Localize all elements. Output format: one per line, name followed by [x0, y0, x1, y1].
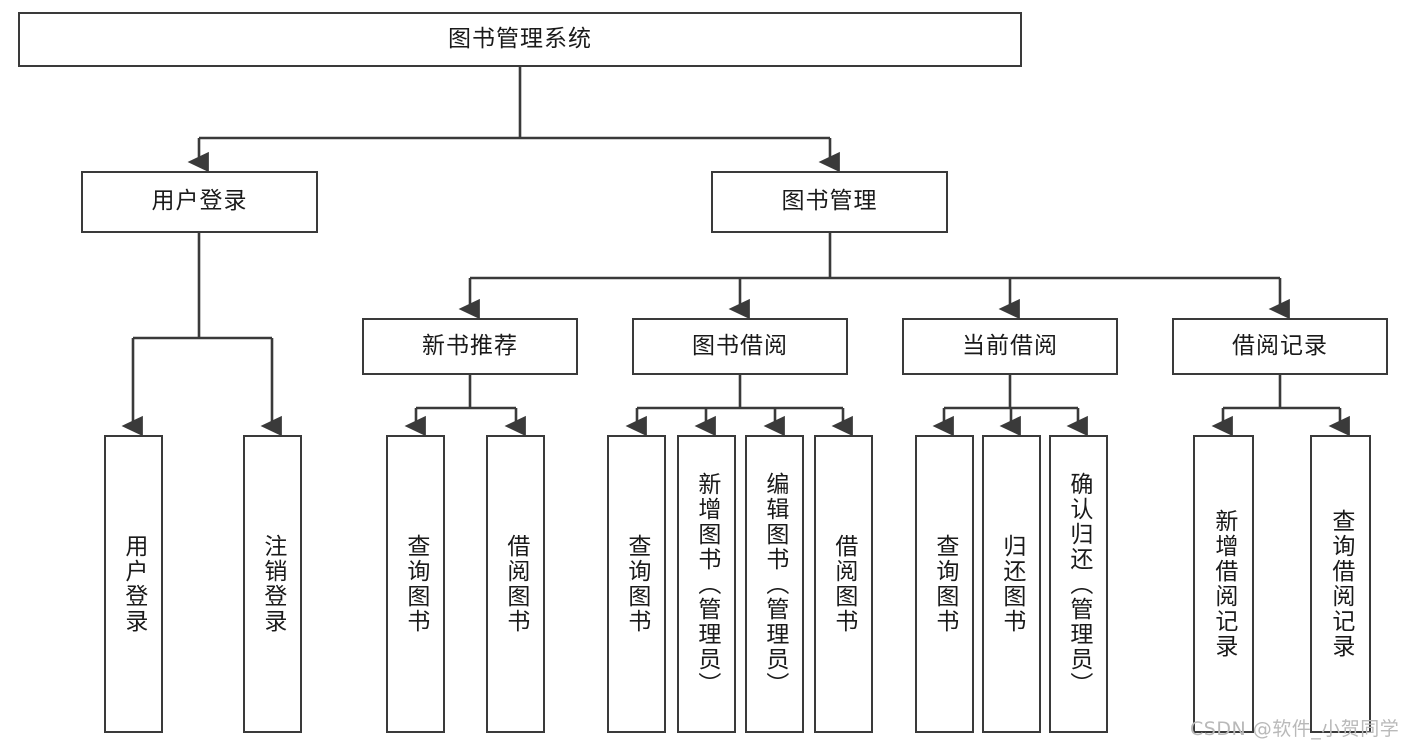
- leaf-borrow-book[interactable]: 借阅图书: [814, 435, 873, 733]
- leaf-label: 确认归还（管理员）: [1065, 471, 1092, 697]
- leaf-label: 新增图书（管理员）: [693, 471, 720, 697]
- leaf-label: 借阅图书: [830, 534, 857, 634]
- leaf-label: 归还图书: [998, 534, 1025, 634]
- leaf-label: 新增借阅记录: [1210, 509, 1237, 659]
- leaf-label: 查询图书: [623, 534, 650, 634]
- leaf-borrow-book-recommend[interactable]: 借阅图书: [486, 435, 545, 733]
- leaf-query-borrow-record[interactable]: 查询借阅记录: [1310, 435, 1371, 733]
- node-borrow-record[interactable]: 借阅记录: [1172, 318, 1388, 375]
- leaf-label: 查询借阅记录: [1327, 509, 1354, 659]
- leaf-confirm-return-admin[interactable]: 确认归还（管理员）: [1049, 435, 1108, 733]
- leaf-label: 编辑图书（管理员）: [761, 471, 788, 697]
- node-current-borrow[interactable]: 当前借阅: [902, 318, 1118, 375]
- leaf-label: 用户登录: [120, 534, 147, 634]
- leaf-label: 注销登录: [259, 534, 286, 634]
- leaf-label: 借阅图书: [502, 534, 529, 634]
- leaf-logout[interactable]: 注销登录: [243, 435, 302, 733]
- leaf-label: 查询图书: [402, 534, 429, 634]
- node-new-book-recommend[interactable]: 新书推荐: [362, 318, 578, 375]
- leaf-user-login[interactable]: 用户登录: [104, 435, 163, 733]
- node-user-login[interactable]: 用户登录: [81, 171, 318, 233]
- leaf-label: 查询图书: [931, 534, 958, 634]
- leaf-query-book-borrow[interactable]: 查询图书: [607, 435, 666, 733]
- node-root-system[interactable]: 图书管理系统: [18, 12, 1022, 67]
- node-book-management[interactable]: 图书管理: [711, 171, 948, 233]
- leaf-query-book-current[interactable]: 查询图书: [915, 435, 974, 733]
- node-book-borrow[interactable]: 图书借阅: [632, 318, 848, 375]
- leaf-add-book-admin[interactable]: 新增图书（管理员）: [677, 435, 736, 733]
- leaf-query-book-recommend[interactable]: 查询图书: [386, 435, 445, 733]
- leaf-return-book[interactable]: 归还图书: [982, 435, 1041, 733]
- leaf-edit-book-admin[interactable]: 编辑图书（管理员）: [745, 435, 804, 733]
- leaf-add-borrow-record[interactable]: 新增借阅记录: [1193, 435, 1254, 733]
- csdn-watermark: CSDN @软件_小贺同学: [1190, 718, 1400, 740]
